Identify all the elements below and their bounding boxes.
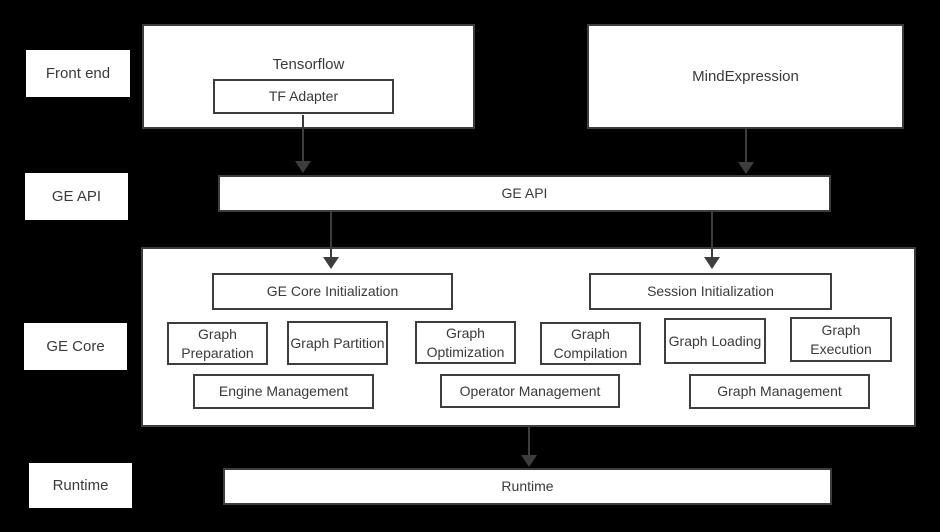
arrow-head-icon: [704, 257, 720, 269]
engine-management-box: Engine Management: [193, 374, 374, 409]
runtime-bar-label: Runtime: [501, 478, 554, 494]
arrow-head-icon: [295, 161, 311, 173]
graph-execution-box: Graph Execution: [790, 317, 892, 362]
side-label-ge-core: GE Core: [24, 323, 127, 370]
graph-partition-label: Graph Partition: [290, 334, 385, 351]
arrow-head-icon: [521, 455, 537, 467]
side-label-ge-api: GE API: [25, 173, 128, 220]
ge-core-container: GE Core Initialization Session Initializ…: [141, 247, 916, 427]
tf-adapter-box: TF Adapter: [213, 79, 394, 114]
arrow-down-ge-api-to-session-init-icon: [704, 212, 720, 269]
arrow-head-icon: [323, 257, 339, 269]
session-initialization-label: Session Initialization: [647, 283, 774, 299]
operator-management-label: Operator Management: [459, 382, 601, 399]
arrow-line: [330, 212, 332, 257]
tensorflow-title: Tensorflow: [272, 56, 345, 73]
graph-execution-label: Graph Execution: [810, 321, 872, 357]
arrow-down-tf-adapter-to-ge-api-icon: [295, 115, 311, 173]
side-label-ge-api-text: GE API: [51, 188, 102, 205]
side-label-front-end: Front end: [26, 50, 130, 97]
graph-compilation-box: Graph Compilation: [540, 322, 641, 365]
side-label-ge-core-text: GE Core: [46, 338, 105, 355]
ge-api-bar-label: GE API: [501, 185, 548, 201]
ge-core-initialization-label: GE Core Initialization: [266, 283, 399, 299]
mindexpression-box: MindExpression: [587, 24, 904, 129]
graph-compilation-label: Graph Compilation: [553, 325, 628, 361]
graph-loading-label: Graph Loading: [668, 332, 762, 349]
tensorflow-box: Tensorflow TF Adapter: [142, 24, 475, 129]
graph-preparation-box: Graph Preparation: [167, 322, 268, 365]
graph-management-box: Graph Management: [689, 374, 870, 409]
ge-core-initialization-box: GE Core Initialization: [212, 273, 453, 310]
arrow-down-ge-core-to-runtime-icon: [521, 427, 537, 467]
runtime-bar: Runtime: [223, 468, 832, 505]
graph-optimization-label: Graph Optimization: [426, 324, 505, 360]
operator-management-box: Operator Management: [440, 374, 620, 408]
tf-adapter-label: TF Adapter: [268, 88, 339, 104]
arrow-head-icon: [738, 162, 754, 174]
arrow-down-ge-api-to-ge-core-init-icon: [323, 212, 339, 269]
graph-partition-box: Graph Partition: [287, 321, 388, 365]
side-label-front-end-text: Front end: [45, 65, 111, 82]
session-initialization-box: Session Initialization: [589, 273, 832, 310]
side-label-runtime-text: Runtime: [52, 477, 109, 494]
mindexpression-label: MindExpression: [692, 68, 799, 85]
arrow-down-mindexpression-to-ge-api-icon: [738, 129, 754, 174]
engine-management-label: Engine Management: [218, 383, 349, 399]
side-label-runtime: Runtime: [29, 463, 132, 508]
graph-preparation-label: Graph Preparation: [181, 325, 254, 361]
arrow-line: [711, 212, 713, 257]
arrow-line: [745, 129, 747, 162]
arrow-line: [302, 115, 304, 161]
ge-api-bar: GE API: [218, 175, 831, 212]
graph-management-label: Graph Management: [717, 383, 842, 399]
graph-loading-box: Graph Loading: [664, 318, 766, 364]
arrow-line: [528, 427, 530, 455]
graph-optimization-box: Graph Optimization: [415, 321, 516, 364]
